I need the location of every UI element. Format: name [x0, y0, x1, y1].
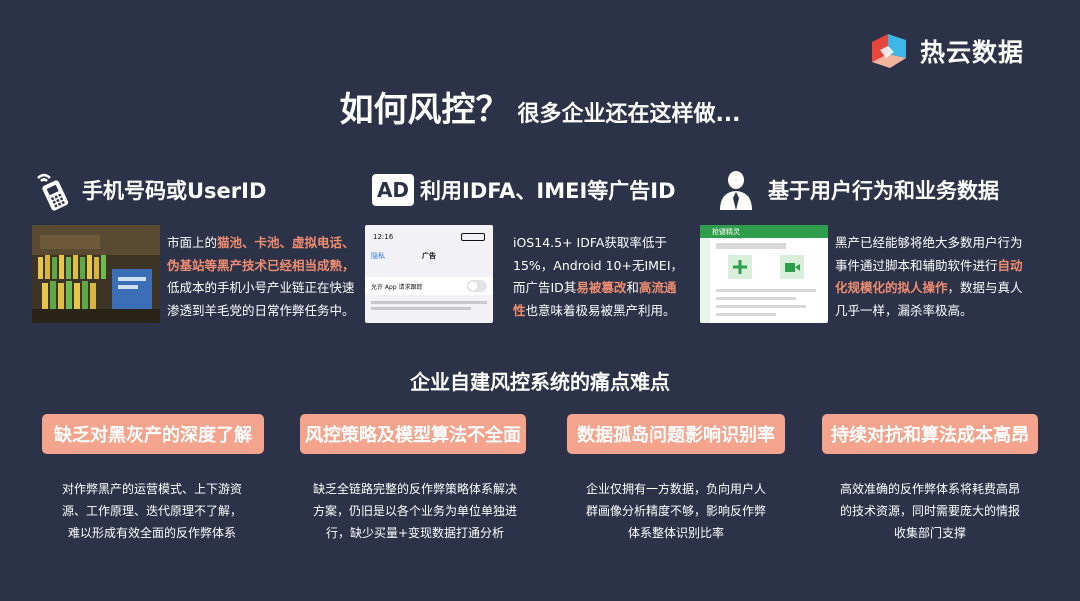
ad-icon: AD	[372, 174, 414, 206]
column-heading-label: 基于用户行为和业务数据	[768, 179, 999, 203]
desc-text: iOS14.5+ IDFA获取率低于	[513, 235, 667, 250]
desc-line: 性也意味着极易被黑产利用。	[513, 300, 683, 323]
highlight-text: 猫池、卡池、虚拟电话、	[217, 235, 355, 250]
desc-text: 事件通过脚本和辅助软件进行	[835, 257, 998, 273]
toggle-switch	[467, 280, 487, 292]
desc-line: 源、工作原理、迭代原理不了解，	[61, 504, 242, 518]
desc-line: 对作弊黑产的运营模式、上下游资	[61, 482, 242, 496]
desc-line: 行，缺少买量+变现数据打通分析	[325, 526, 505, 540]
brand-logo: 热云数据	[866, 26, 1056, 76]
desc-line: 伪基站等黑产技术已经相当成熟，	[167, 255, 355, 278]
highlight-text: 高流通	[638, 280, 677, 295]
desc-line: 几乎一样，漏杀率极高。	[835, 300, 1023, 323]
desc-text: 15%，Android 10+无IMEI，	[513, 257, 684, 273]
column-2-description: iOS14.5+ IDFA获取率低于 15%，Android 10+无IMEI， 而…	[513, 232, 683, 322]
phone-signal-icon	[30, 168, 74, 212]
title-sub: 很多企业还在这样做...	[517, 102, 741, 127]
desc-line: 事件通过脚本和辅助软件进行自动	[835, 255, 1023, 278]
desc-line: 高效准确的反作弊体系将耗费高昂	[839, 482, 1020, 496]
reyun-logo-icon	[872, 34, 906, 68]
ad-icon-text: AD	[376, 178, 410, 202]
desc-line: 15%，Android 10+无IMEI，	[513, 255, 683, 278]
highlight-text: 伪基站等黑产技术已经相当成熟，	[167, 257, 355, 273]
desc-text: 市面上的	[167, 235, 218, 250]
pain-point-badge-2: 风控策略及模型算法不全面	[300, 414, 526, 454]
highlight-text: 化规模化的拟人操作	[835, 280, 948, 295]
automation-app-screenshot: 抢键精灵	[700, 225, 828, 323]
column-heading-label: 利用IDFA、IMEI等广告ID	[420, 179, 676, 203]
desc-line: 的技术资源，同时需要庞大的情报	[839, 504, 1020, 518]
desc-text: 和	[626, 280, 639, 295]
desc-line: 企业仅拥有一方数据，负向用户人	[585, 482, 766, 496]
screen-title: 广告	[422, 252, 436, 260]
desc-line: 收集部门支撑	[893, 526, 966, 540]
toggle-row: 允许 App 请求跟踪	[365, 277, 493, 295]
device-farm-photo	[32, 225, 160, 323]
column-heading-phone: 手机号码或UserID	[30, 168, 266, 212]
pain-point-badge-3: 数据孤岛问题影响识别率	[567, 414, 785, 454]
pain-point-desc-2: 缺乏全链路完整的反作弊策略体系解决 方案，仍旧是以各个业务为单位单独进 行，缺少…	[290, 478, 540, 544]
add-script-icon	[728, 255, 752, 279]
pain-point-badge-1: 缺乏对黑灰产的深度了解	[42, 414, 264, 454]
highlight-text: 易被篡改	[576, 280, 627, 295]
desc-line: 缺乏全链路完整的反作弊策略体系解决	[312, 482, 517, 496]
desc-line: 方案，仍旧是以各个业务为单位单独进	[312, 504, 517, 518]
column-3-description: 黑产已经能够将绝大多数用户行为事件通过脚本和辅助软件进行自动化规模化的拟人操作，…	[835, 232, 1023, 322]
title-main: 如何风控？	[339, 90, 510, 130]
column-heading-label: 手机号码或UserID	[82, 179, 267, 203]
desc-line: 而广告ID其易被篡改和高流通	[513, 277, 683, 300]
desc-line: 黑产已经能够将绝大多数用户行为	[835, 232, 1023, 255]
video-icon	[780, 255, 804, 279]
page-title: 如何风控？ 很多企业还在这样做...	[0, 82, 1080, 131]
column-heading-ad: AD 利用IDFA、IMEI等广告ID	[372, 168, 676, 212]
desc-line: 渗透到羊毛党的日常作弊任务中。	[167, 300, 355, 323]
desc-line: 难以形成有效全面的反作弊体系	[67, 526, 236, 540]
pain-point-desc-1: 对作弊黑产的运营模式、上下游资 源、工作原理、迭代原理不了解， 难以形成有效全面…	[32, 478, 272, 544]
desc-text: 而广告ID其	[513, 280, 577, 295]
toggle-label: 允许 App 请求跟踪	[371, 284, 423, 291]
desc-text: 渗透到羊毛党的日常作弊任务中。	[167, 302, 355, 318]
desc-line: 体系整体识别比率	[627, 526, 724, 540]
highlight-text: 自动	[997, 257, 1023, 273]
ios-settings-screenshot: 12:16 隐私 广告 允许 App 请求跟踪	[365, 225, 493, 323]
desc-line: 低成本的手机小号产业链正在快速	[167, 277, 355, 300]
user-icon	[716, 168, 760, 212]
battery-icon	[461, 233, 485, 241]
pain-point-badge-4: 持续对抗和算法成本高昂	[822, 414, 1038, 454]
column-1-description: 市面上的猫池、卡池、虚拟电话、伪基站等黑产技术已经相当成熟， 低成本的手机小号产业…	[167, 232, 355, 322]
desc-line: 化规模化的拟人操作，数据与真人	[835, 277, 1023, 300]
column-heading-behavior: 基于用户行为和业务数据	[716, 168, 999, 212]
app-titlebar: 抢键精灵	[700, 225, 828, 238]
desc-line: iOS14.5+ IDFA获取率低于	[513, 232, 683, 255]
highlight-text: 性	[513, 302, 526, 318]
brand-name: 热云数据	[920, 38, 1025, 67]
desc-text: 几乎一样，漏杀率极高。	[835, 302, 973, 318]
section-title: 企业自建风控系统的痛点难点	[410, 370, 670, 394]
desc-text: 黑产已经能够将绝大多数用户行为	[835, 235, 1023, 250]
desc-text: 也意味着极易被黑产利用。	[525, 302, 676, 318]
pain-point-desc-3: 企业仅拥有一方数据，负向用户人 群画像分析精度不够，影响反作弊 体系整体识别比率	[556, 478, 796, 544]
desc-text: ，数据与真人	[947, 280, 1023, 295]
desc-text: 低成本的手机小号产业链正在快速	[167, 280, 355, 295]
back-link: 隐私	[371, 252, 385, 260]
desc-line: 市面上的猫池、卡池、虚拟电话、	[167, 232, 355, 255]
status-time: 12:16	[373, 233, 394, 241]
pain-point-desc-4: 高效准确的反作弊体系将耗费高昂 的技术资源，同时需要庞大的情报 收集部门支撑	[810, 478, 1050, 544]
desc-line: 群画像分析精度不够，影响反作弊	[585, 504, 766, 518]
app-title: 抢键精灵	[712, 228, 740, 236]
